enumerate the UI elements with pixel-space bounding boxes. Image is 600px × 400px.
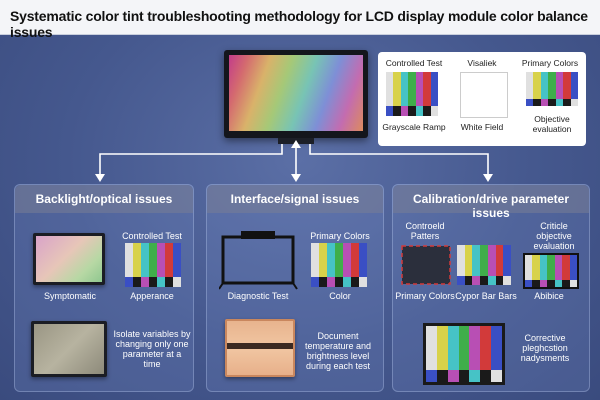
panel-interface-signal: Interface/signal issues Primary Colors D… [206, 184, 384, 392]
panel-title: Calibration/drive parameter issues [412, 192, 570, 220]
panel-title: Interface/signal issues [230, 192, 360, 206]
monitor-screen [229, 55, 363, 131]
diagnostic-test-frame [219, 231, 298, 290]
page-title: Systematic color tint troubleshooting me… [10, 8, 588, 40]
label-criticle-evaluation: Criticle objective evaluation [533, 221, 575, 251]
legend-white-field [460, 72, 508, 118]
panel-calibration-drive: Calibration/drive parameter issues Contr… [392, 184, 590, 392]
legend-grayscale-bars [386, 72, 438, 116]
arrow-left [99, 144, 283, 176]
arrowhead-right [483, 174, 493, 182]
primary-colors-bars [311, 243, 367, 287]
legend-col1-bottom: Grayscale Ramp [382, 122, 446, 132]
title-bar: Systematic color tint troubleshooting me… [0, 0, 600, 40]
corrective-adjustments-bars [423, 323, 505, 385]
pattern-legend: Controlled Test Visaliek Primary Colors … [378, 52, 586, 146]
temperature-brightness-panel [225, 319, 295, 377]
isolate-variables-screen [31, 321, 107, 377]
objective-evaluation-bars [523, 253, 579, 289]
panel-backlight-optical: Backlight/optical issues Controlled Test… [14, 184, 194, 392]
legend-col1-top: Controlled Test [385, 58, 443, 68]
central-lcd-monitor [224, 50, 368, 138]
arrow-right [309, 144, 489, 176]
label-apperance: Apperance [130, 291, 174, 301]
legend-col3-top: Primary Colors [521, 58, 579, 68]
arrowhead-left [95, 174, 105, 182]
label-abibice: Abibice [534, 291, 564, 301]
legend-primary-bars [526, 72, 578, 106]
label-corrective-adjustments: Corrective pleghcstion nadysments [520, 333, 570, 363]
label-controeld-patters: Controeld Patters [405, 221, 445, 241]
legend-col3-bottom: Objective evaluation [532, 114, 572, 134]
label-symptomatic: Symptomatic [43, 291, 96, 301]
label-cypor-bar-bars: Cypor Bar Bars [455, 291, 517, 301]
legend-col2-bottom: White Field [460, 122, 504, 132]
cypor-bar-bars [457, 245, 512, 285]
label-color: Color [329, 291, 351, 301]
controlled-test-bars [125, 243, 181, 287]
label-primary-colors-cal: Primary Colors [395, 291, 455, 301]
label-diagnostic-test: Diagnostic Test [227, 291, 289, 301]
symptomatic-screen [33, 233, 105, 285]
label-isolate-variables: Isolate variables by changing only one p… [113, 329, 191, 369]
panel-title: Backlight/optical issues [35, 192, 173, 206]
label-document-temperature: Document temperature and brightness leve… [304, 331, 372, 371]
legend-col2-top: Visaliek [467, 58, 497, 68]
panel-header: Interface/signal issues [207, 185, 383, 213]
arrowhead-center-up [291, 140, 301, 148]
panel-header: Calibration/drive parameter issues [393, 185, 589, 220]
controlled-patterns-frame [401, 245, 451, 285]
label-primary-colors: Primary Colors [310, 231, 370, 241]
arrowhead-center-down [291, 174, 301, 182]
panel-header: Backlight/optical issues [15, 185, 193, 213]
label-controlled-test: Controlled Test [122, 231, 182, 241]
